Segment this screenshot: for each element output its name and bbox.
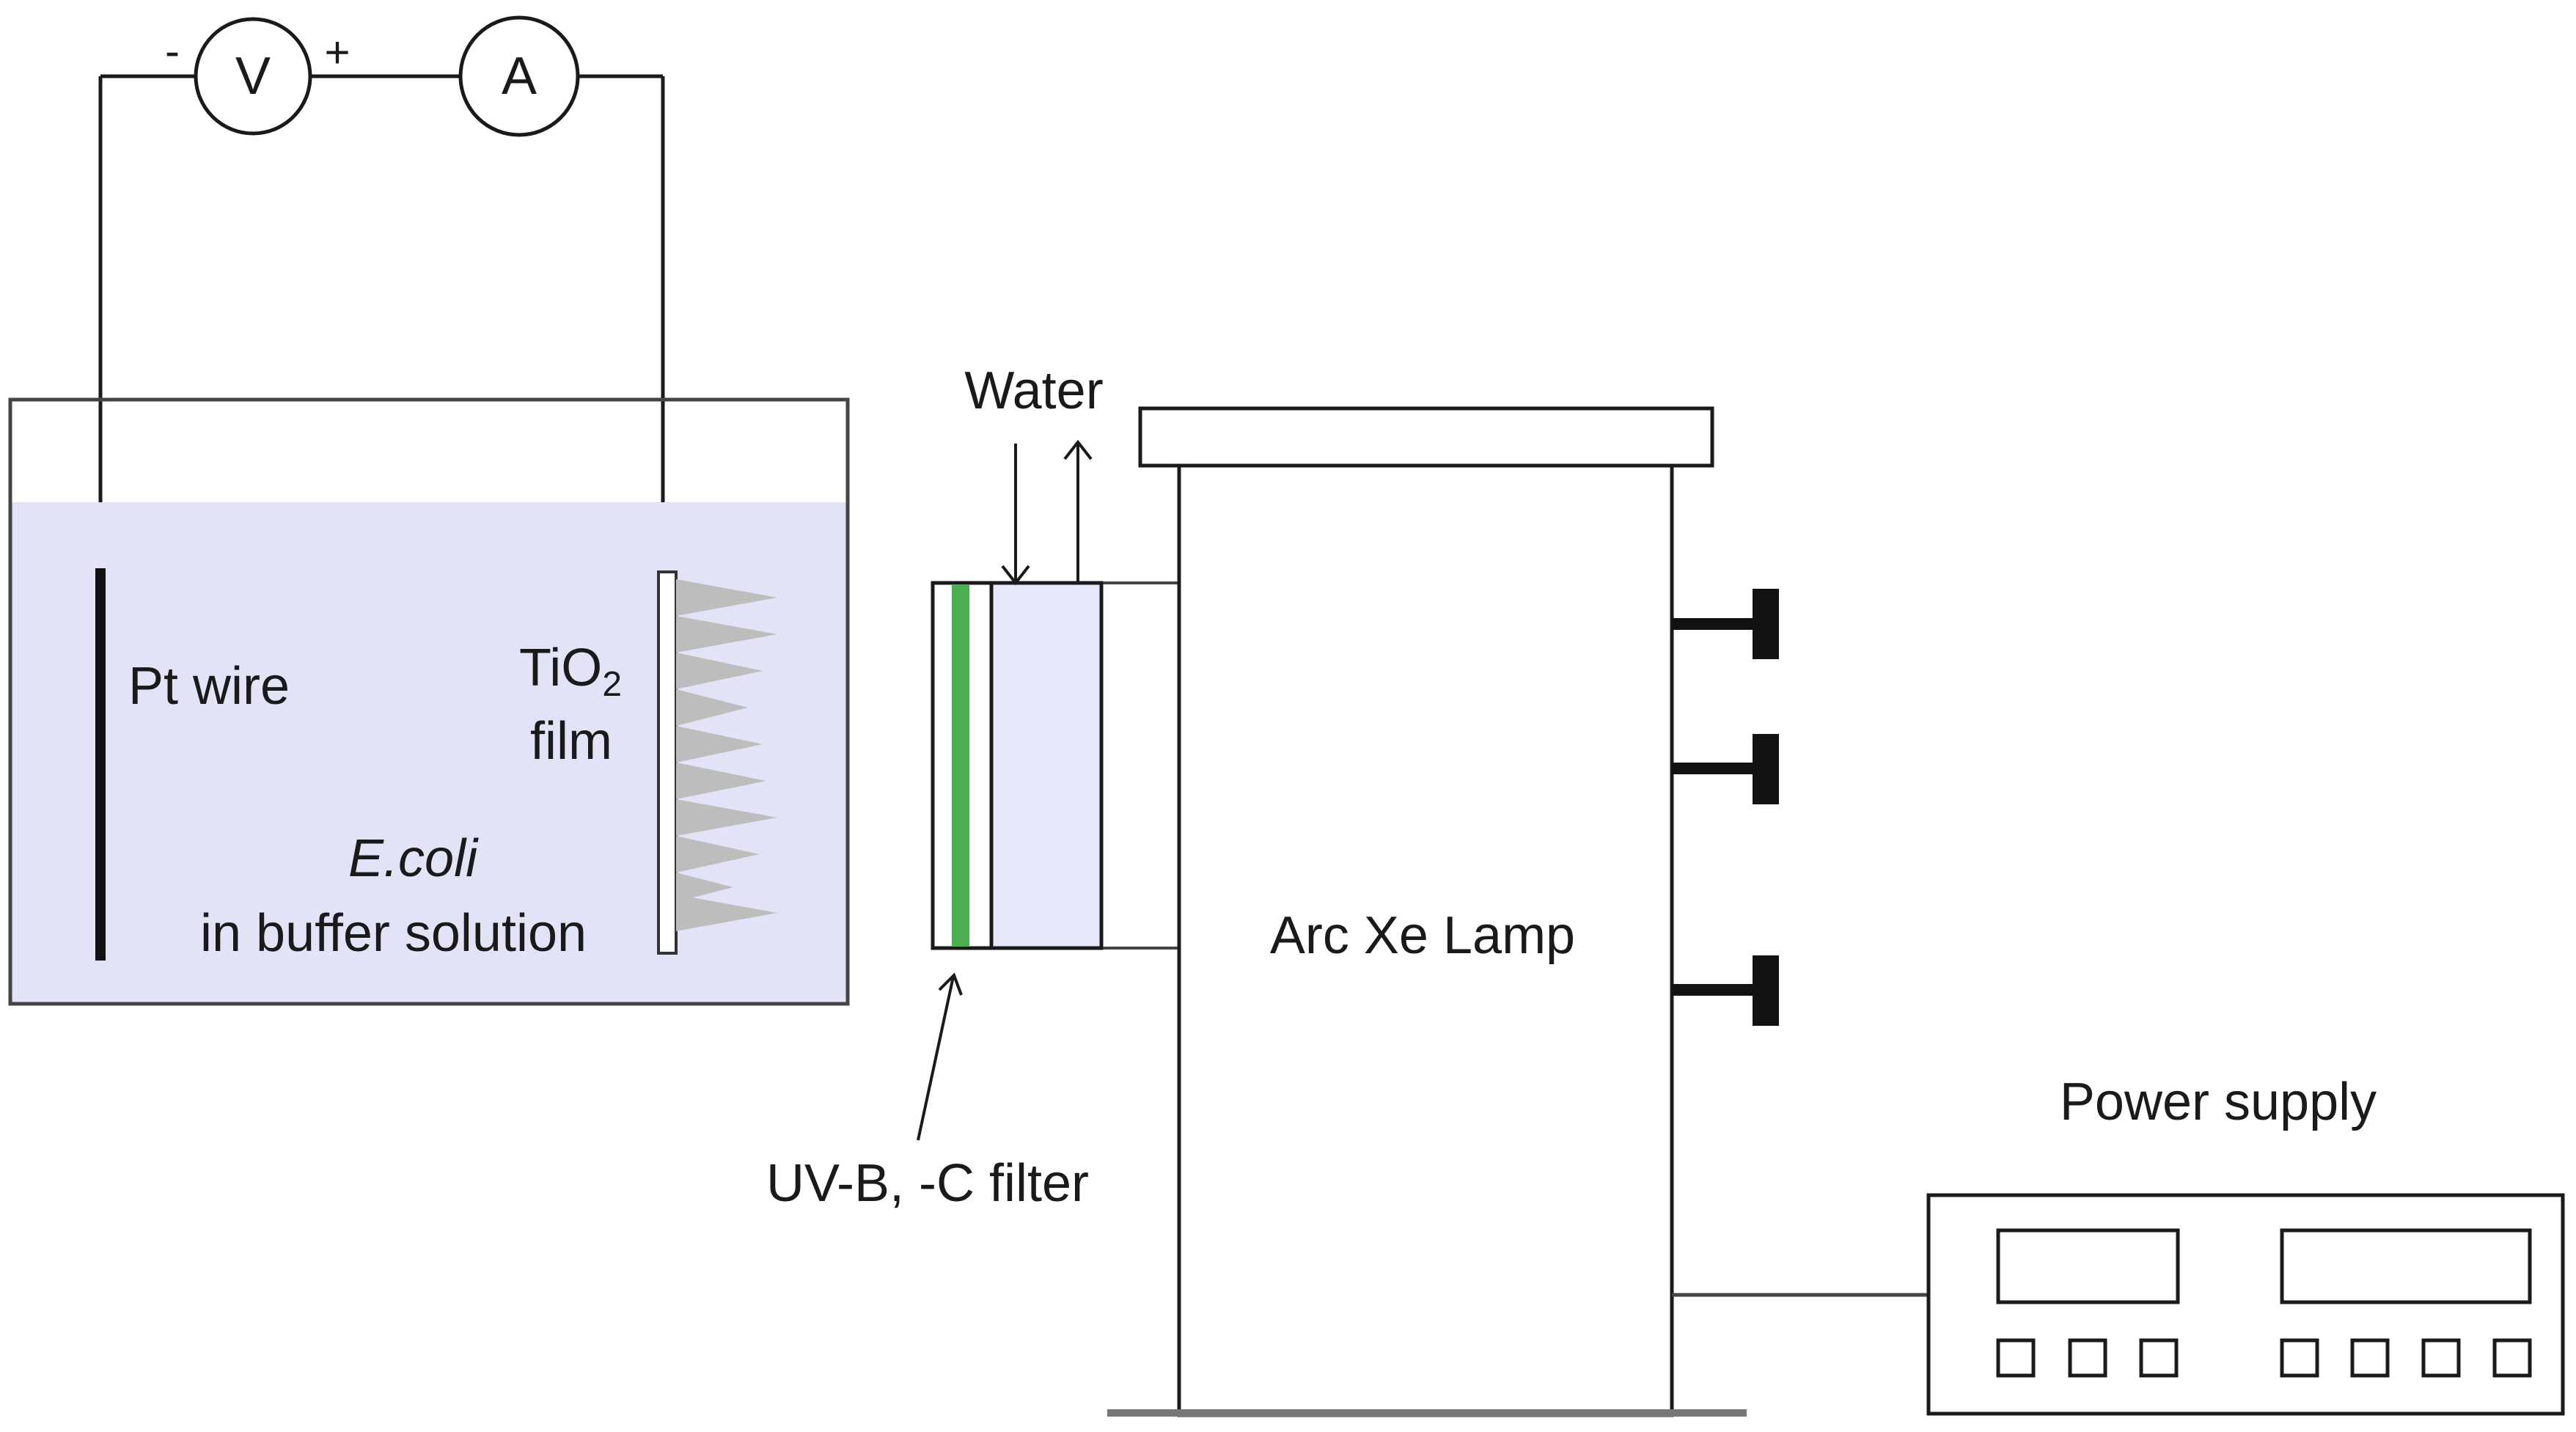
electrochemical-cell: Pt wire TiO2 film E.coli in buffer solut… xyxy=(8,397,850,1006)
filter-assembly xyxy=(931,581,1181,950)
film-label: film xyxy=(530,712,612,771)
tio2-main: TiO xyxy=(519,639,602,697)
lamp-top-cap xyxy=(1138,406,1714,468)
power-supply-display-left xyxy=(1996,1228,2180,1304)
voltmeter-minus-sign: - xyxy=(165,26,180,76)
voltmeter-label: V xyxy=(235,47,271,106)
water-label: Water xyxy=(964,361,1103,420)
water-jacket xyxy=(989,581,1104,950)
lamp-knob-head xyxy=(1753,955,1779,1026)
ammeter-circle xyxy=(458,15,580,137)
power-supply-button xyxy=(2350,1338,2390,1378)
tio2-substrate xyxy=(657,570,678,955)
pt-wire-label: Pt wire xyxy=(128,657,290,716)
lamp-knob-head xyxy=(1753,734,1779,804)
power-supply-button xyxy=(2492,1338,2532,1378)
filter-pointer-arrowhead xyxy=(938,972,963,996)
voltmeter: V - + xyxy=(165,17,351,136)
arc-xe-lamp: Arc Xe Lamp xyxy=(1138,406,1779,1417)
lamp-housing xyxy=(1177,463,1674,1417)
power-supply-button xyxy=(2280,1338,2319,1378)
lamp-knob-head xyxy=(1753,589,1779,659)
water-inlet-arrowhead xyxy=(1001,565,1030,586)
water-flow xyxy=(1001,439,1093,586)
voltmeter-circle xyxy=(194,17,312,136)
power-supply-button xyxy=(2068,1338,2107,1378)
ecoli-label: E.coli xyxy=(348,829,479,888)
tio2-subscript: 2 xyxy=(602,665,622,704)
ammeter-label: A xyxy=(502,47,537,106)
power-supply-unit xyxy=(1926,1193,2565,1416)
tio2-spike xyxy=(676,579,777,616)
power-supply-button xyxy=(2139,1338,2179,1378)
tio2-spike xyxy=(676,689,748,726)
lamp-knobs xyxy=(1672,589,1779,1026)
pt-wire-electrode xyxy=(95,568,106,961)
tio2-spike xyxy=(676,726,763,763)
floor-line xyxy=(1107,1409,1747,1417)
filter-pointer xyxy=(917,972,963,1141)
filter-pointer-line xyxy=(917,976,955,1141)
external-circuit xyxy=(98,74,665,572)
water-outlet-arrowhead xyxy=(1063,439,1093,460)
lamp-knob-stem xyxy=(1672,763,1753,774)
power-supply-button xyxy=(2421,1338,2461,1378)
tio2-spike xyxy=(676,763,766,799)
power-supply-label: Power supply xyxy=(2060,1073,2377,1131)
ammeter: A xyxy=(458,15,580,137)
lamp-knob-stem xyxy=(1672,618,1753,630)
tio2-film-spikes xyxy=(676,579,777,931)
tio2-spike xyxy=(676,653,763,689)
tio2-label: TiO2 xyxy=(519,639,622,704)
tio2-spike xyxy=(676,873,733,902)
tio2-spike xyxy=(676,895,777,931)
tio2-spike xyxy=(676,836,759,873)
buffer-solution-label: in buffer solution xyxy=(200,904,587,963)
voltmeter-plus-sign: + xyxy=(324,28,350,77)
lamp-label: Arc Xe Lamp xyxy=(1270,906,1575,965)
uv-filter-green-layer xyxy=(952,584,969,947)
power-supply-display-right xyxy=(2280,1228,2532,1304)
cell-container xyxy=(8,397,850,1006)
tio2-spike xyxy=(676,799,777,836)
filter-label: UV-B, -C filter xyxy=(766,1154,1089,1213)
tio2-spike xyxy=(676,616,777,653)
power-supply-button xyxy=(1996,1338,2036,1378)
lamp-knob-stem xyxy=(1672,984,1753,996)
power-supply-case xyxy=(1926,1193,2565,1416)
